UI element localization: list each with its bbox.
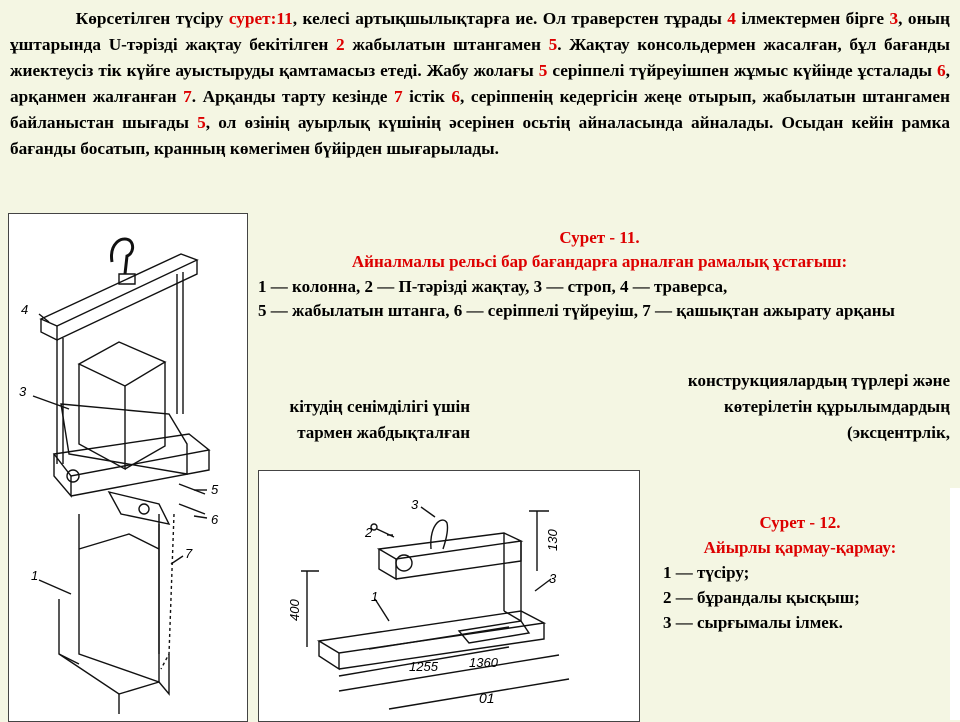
fig11-label-7: 7: [185, 546, 193, 561]
fig12-label-1: 1: [371, 589, 378, 604]
fig12-label-3b: 3: [549, 571, 557, 586]
paragraph-text: . Жақтау консольдермен жасалған, бұл бағ…: [10, 35, 950, 81]
fragment-line: (эксцентрлік,: [847, 423, 950, 442]
fig11-label-6: 6: [211, 512, 219, 527]
fig12-dim-130: 130: [545, 529, 560, 551]
paragraph-text: жабылатын штангамен: [344, 35, 549, 55]
fig11-label-3: 3: [19, 384, 27, 399]
reference-number: 6: [451, 87, 460, 107]
figure-11-caption: Сурет - 11. Айналмалы рельсі бар бағанда…: [258, 226, 941, 324]
right-edge-strip: [950, 488, 960, 720]
fig12-dim-1255: 1255: [409, 659, 439, 674]
figure-11-subtitle: Айналмалы рельсі бар бағандарға арналған…: [351, 252, 848, 272]
paragraph-text: , арқанмен жалғанған: [10, 61, 950, 107]
fig11-label-5: 5: [211, 482, 219, 497]
fig12-dim-1360: 1360: [469, 655, 499, 670]
paragraph-text: Көрсетілген түсіру: [75, 9, 229, 28]
figure-11-legend-line: 5 — жабылатын штанга, 6 — серіппелі түйр…: [258, 301, 895, 321]
fig11-label-1: 1: [31, 568, 38, 583]
paragraph-text: , серіппенің кедергісін жеңе отырып, жаб…: [10, 87, 950, 133]
paragraph-text: , оның ұштарында U-тәрізді жақтау бекіті…: [10, 9, 950, 55]
figure-12-caption: Сурет - 12. Айырлы қармау-қармау: 1 — тү…: [655, 510, 945, 635]
fragment-line: кітудің сенімділігі үшін: [289, 397, 470, 416]
fig12-label-2: 2: [364, 525, 373, 540]
figure-12-title: Сурет - 12.: [759, 513, 841, 532]
fragment-line: тармен жабдықталған: [297, 423, 470, 442]
fig11-label-4: 4: [21, 302, 28, 317]
reference-number: 5: [538, 61, 548, 81]
reference-number: 7: [393, 87, 403, 107]
fragment-line: конструкциялардың түрлері және: [687, 371, 950, 390]
figure-11-title: Сурет - 11.: [559, 228, 640, 247]
text-fragment-left: кітудің сенімділігі үшін тармен жабдықта…: [238, 394, 470, 446]
reference-number: 2: [336, 35, 345, 55]
reference-number: 6: [937, 61, 946, 81]
paragraph-text: істік: [402, 87, 452, 107]
reference-number: сурет:11: [228, 9, 293, 28]
reference-number: 5: [197, 113, 206, 133]
paragraph-text: , келесі артықшылықтарға ие. Ол траверст…: [292, 9, 728, 28]
reference-number: 7: [183, 87, 192, 107]
paragraph-text: ілмектермен бірге: [735, 9, 890, 28]
figure-12-subtitle: Айырлы қармау-қармау:: [703, 538, 897, 557]
figure-12-drawing: 3 2 1 3 130 400 1255 1360 01: [258, 470, 640, 722]
paragraph-text: серіппелі түйреуішпен жұмыс күйінде ұста…: [547, 61, 938, 81]
fig12-dim-01: 01: [479, 690, 495, 706]
figure-11-legend-line: 1 — колонна, 2 — П-тәрізді жақтау, 3 — с…: [258, 276, 728, 296]
body-paragraph: Көрсетілген түсіру сурет:11, келесі арты…: [10, 6, 950, 163]
reference-number: 4: [727, 9, 736, 28]
fig12-dim-400: 400: [287, 599, 302, 621]
figure-12-legend-item: 3 — сырғымалы ілмек.: [663, 613, 843, 632]
reference-number: 3: [889, 9, 899, 28]
fragment-line: көтерілетін құрылымдардың: [724, 397, 950, 416]
figure-12-legend-item: 1 — түсіру;: [663, 563, 750, 582]
paragraph-text: . Арқанды тарту кезінде: [191, 87, 394, 107]
reference-number: 5: [548, 35, 558, 55]
paragraph-text: , ол өзінің ауырлық күшінің әсерінен ось…: [10, 113, 951, 159]
figure-11-drawing: 4 3 5 6 1 7: [8, 213, 248, 722]
text-fragment-right: конструкциялардың түрлері және көтерілет…: [560, 368, 950, 446]
fig12-label-3: 3: [411, 497, 419, 512]
figure-12-legend-item: 2 — бұрандалы қысқыш;: [663, 588, 860, 607]
